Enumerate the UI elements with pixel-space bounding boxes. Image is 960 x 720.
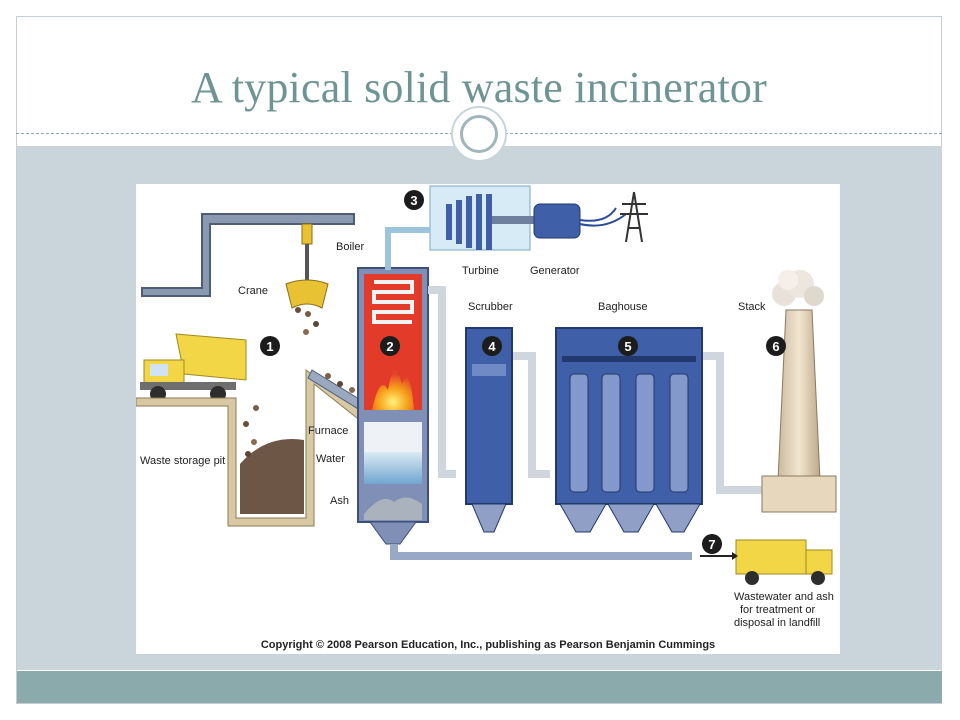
step-5-marker (618, 336, 638, 356)
crane-rail (141, 213, 355, 297)
pipes (390, 286, 762, 560)
baghouse-label: Baghouse (598, 301, 648, 313)
step-7-marker (702, 534, 722, 554)
step-6-number: 6 (772, 339, 779, 354)
baghouse (555, 327, 703, 533)
output-label-line2: for treatment or (740, 604, 816, 616)
output-label-line3: disposal in landfill (734, 617, 820, 629)
circle-ornament (451, 106, 507, 162)
step-4-number: 4 (488, 339, 496, 354)
title-area: A typical solid waste incinerator (16, 16, 942, 134)
copyright-text: Copyright © 2008 Pearson Education, Inc.… (261, 639, 715, 651)
step-1-number: 1 (266, 339, 273, 354)
step-6-marker (766, 336, 786, 356)
crane-label: Crane (238, 285, 268, 297)
dump-truck-icon (140, 333, 247, 402)
incinerator-diagram-svg: 1 2 3 4 5 6 7 Crane Boiler Furnace Water… (135, 185, 837, 651)
crane (285, 223, 329, 335)
step-4-marker (482, 336, 502, 356)
slide-title: A typical solid waste incinerator (190, 63, 767, 112)
stack-label: Stack (738, 301, 766, 313)
step-2-marker (380, 336, 400, 356)
step-markers: 1 2 3 4 5 6 7 (260, 190, 786, 554)
boiler-label: Boiler (336, 241, 364, 253)
furnace-label: Furnace (308, 425, 348, 437)
circle-ornament-inner (460, 115, 498, 153)
water-label: Water (316, 453, 345, 465)
incinerator-diagram: 1 2 3 4 5 6 7 Crane Boiler Furnace Water… (135, 184, 840, 654)
boiler-furnace-column (357, 267, 429, 545)
output-truck (700, 539, 833, 585)
waste-pit-label: Waste storage pit (140, 455, 225, 467)
stack (761, 270, 837, 513)
step-3-number: 3 (410, 193, 417, 208)
scrubber-label: Scrubber (468, 301, 513, 313)
feed-chute (307, 369, 365, 411)
step-5-number: 5 (624, 339, 631, 354)
step-7-number: 7 (708, 537, 715, 552)
footer-band (17, 671, 942, 703)
step-3-marker (404, 190, 424, 210)
scrubber (465, 327, 513, 533)
turbine-generator (385, 185, 648, 270)
diagram-labels: Crane Boiler Furnace Water Ash Waste sto… (140, 241, 834, 629)
generator-label: Generator (530, 265, 580, 277)
ash-label: Ash (330, 495, 349, 507)
output-label-line1: Wastewater and ash (734, 591, 834, 603)
waste-storage-pit (135, 369, 363, 527)
turbine-label: Turbine (462, 265, 499, 277)
step-2-number: 2 (386, 339, 393, 354)
step-1-marker (260, 336, 280, 356)
